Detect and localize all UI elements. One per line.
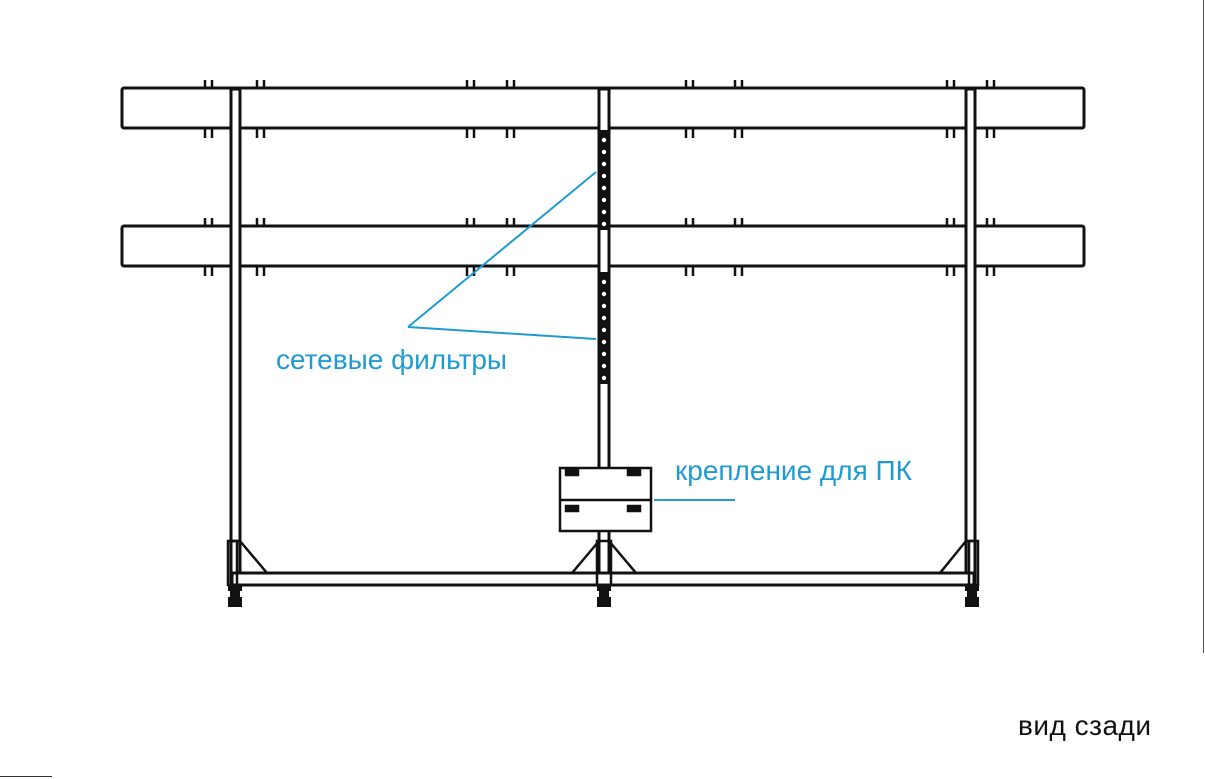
page-edge-line bbox=[1203, 0, 1204, 653]
rail-clamps bbox=[203, 80, 996, 276]
power-strips bbox=[598, 130, 610, 384]
pc-mount-label: крепление для ПК bbox=[675, 455, 912, 486]
right-post bbox=[964, 87, 977, 587]
annotation-leaders bbox=[407, 171, 735, 501]
view-caption: вид сзади bbox=[1018, 710, 1152, 741]
corner-line bbox=[0, 776, 52, 777]
left-post bbox=[229, 87, 242, 587]
pc-mount bbox=[558, 466, 653, 533]
bottom-frame bbox=[230, 571, 976, 587]
power-strips-label: сетевые фильтры bbox=[276, 344, 508, 375]
feet bbox=[228, 585, 979, 607]
